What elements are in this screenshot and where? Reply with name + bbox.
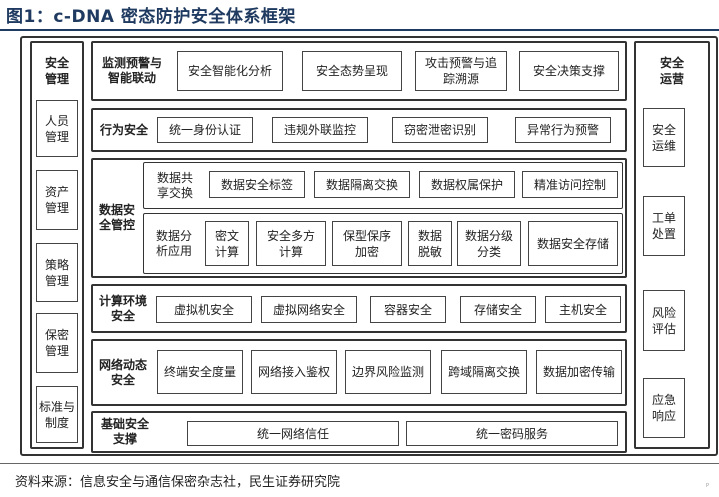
data-analysis-group: [143, 213, 623, 274]
data-analysis-label: 数据分 析应用: [155, 228, 192, 258]
network-item-cross-domain-exchange: 跨域隔离交换: [441, 350, 527, 394]
left-item-personnel: 人员 管理: [36, 100, 78, 157]
sharing-item-ownership-protection: 数据权属保护: [419, 171, 515, 198]
layer-monitoring: [91, 41, 627, 101]
left-item-standards: 标准与 制度: [36, 386, 78, 443]
layer-behavior-label: 行为安全: [99, 122, 148, 137]
sharing-item-access-control: 精准访问控制: [522, 171, 618, 198]
analysis-item-format-preserving: 保型保序 加密: [332, 221, 402, 266]
layer-behavior: [91, 108, 627, 152]
layer-foundation: [91, 411, 627, 453]
layer-data: [91, 158, 627, 278]
analysis-item-secure-storage: 数据安全存储: [528, 221, 618, 266]
right-item-maintenance: 安全 运维: [643, 108, 685, 167]
compute-item-container-security: 容器安全: [370, 296, 446, 323]
behavior-item-anomaly-warning: 异常行为预警: [515, 117, 611, 143]
security-operations-heading: 安全 运营: [659, 56, 684, 86]
network-item-access-auth: 网络接入鉴权: [251, 350, 337, 394]
title-underline: [0, 29, 719, 31]
data-sharing-group: [143, 162, 623, 209]
layer-compute: [91, 284, 627, 333]
compute-item-vnet-security: 虚拟网络安全: [261, 296, 357, 323]
security-management-heading: 安全 管理: [44, 56, 69, 86]
source-divider: [0, 463, 719, 464]
analysis-item-ciphertext-compute: 密文 计算: [205, 221, 249, 266]
sharing-item-isolation-exchange: 数据隔离交换: [314, 171, 410, 198]
left-item-policy: 策略 管理: [36, 243, 78, 302]
figure-title: 图1：c-DNA 密态防护安全体系框架: [6, 7, 296, 27]
monitor-item-attack-tracing: 攻击预警与追 踪溯源: [415, 51, 507, 91]
compute-item-storage-security: 存储安全: [460, 296, 536, 323]
layer-network-label: 网络动态 安全: [98, 357, 147, 387]
monitor-item-decision-support: 安全决策支撑: [519, 51, 619, 91]
network-item-border-monitoring: 边界风险监测: [345, 350, 431, 394]
left-item-secrecy: 保密 管理: [36, 313, 78, 373]
layer-monitoring-label: 监测预警与 智能联动: [101, 56, 162, 85]
monitor-item-situation-display: 安全态势呈现: [302, 51, 402, 91]
right-item-risk-assessment: 风险 评估: [643, 290, 685, 351]
foundation-item-network-trust: 统一网络信任: [187, 421, 399, 446]
foundation-item-crypto-service: 统一密码服务: [406, 421, 618, 446]
layer-compute-label: 计算环境 安全: [98, 293, 147, 323]
compute-item-host-security: 主机安全: [545, 296, 621, 323]
right-item-ticket-handling: 工单 处置: [643, 196, 685, 256]
footnote-mark: P: [706, 483, 710, 489]
behavior-item-illegal-connection: 违规外联监控: [272, 117, 368, 143]
analysis-item-desensitization: 数据 脱敏: [408, 221, 452, 266]
security-management-column: [30, 41, 84, 449]
right-item-emergency: 应急 响应: [643, 378, 685, 438]
network-item-terminal-measurement: 终端安全度量: [157, 350, 243, 394]
framework-frame: [20, 36, 718, 456]
compute-item-vm-security: 虚拟机安全: [156, 296, 252, 323]
monitor-item-intelligent-analysis: 安全智能化分析: [177, 51, 283, 91]
left-item-assets: 资产 管理: [36, 170, 78, 230]
security-operations-column: [634, 41, 710, 449]
layer-foundation-label: 基础安全 支撑: [100, 417, 149, 446]
data-sharing-label: 数据共 享交换: [156, 170, 193, 200]
behavior-item-unified-auth: 统一身份认证: [157, 117, 253, 143]
analysis-item-mpc: 安全多方 计算: [256, 221, 326, 266]
network-item-encrypted-transport: 数据加密传输: [536, 350, 622, 394]
source-note: 资料来源：信息安全与通信保密杂志社，民生证券研究院: [15, 475, 341, 490]
sharing-item-security-label: 数据安全标签: [209, 171, 305, 198]
layer-data-label: 数据安 全管控: [98, 203, 135, 232]
analysis-item-classification: 数据分级 分类: [457, 221, 521, 266]
behavior-item-leak-detection: 窃密泄密识别: [392, 117, 488, 143]
layer-network: [91, 339, 627, 406]
